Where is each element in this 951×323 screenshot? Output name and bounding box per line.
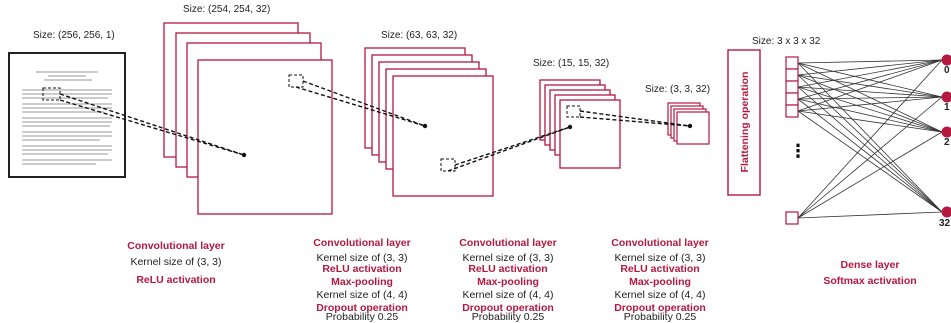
output-label-0: 0 bbox=[944, 65, 950, 76]
dense-input-neurons bbox=[785, 56, 799, 225]
block2-caption-activation: ReLU activation bbox=[322, 263, 401, 275]
dense-caption-activation: Softmax activation bbox=[823, 275, 916, 287]
dense-connection-line bbox=[797, 59, 943, 64]
input-size-label: Size: (256, 256, 1) bbox=[33, 30, 115, 41]
dense-connection-line bbox=[797, 110, 943, 213]
block2-caption-pool-kernel: Kernel size of (4, 4) bbox=[316, 289, 407, 301]
output-label-32: 32 bbox=[939, 218, 951, 229]
block4-caption-title: Convolutional layer bbox=[611, 237, 708, 249]
block2-caption-prob: Probability 0.25 bbox=[326, 311, 399, 323]
dense-connection-line bbox=[797, 59, 943, 100]
conv1-caption-activation: ReLU activation bbox=[136, 274, 215, 286]
dense-connection-line bbox=[797, 211, 943, 219]
input-document-image bbox=[8, 52, 126, 178]
dense-connection-line bbox=[797, 62, 943, 133]
block3-feature-map-stack bbox=[539, 79, 621, 169]
block3-kernel-window bbox=[566, 105, 581, 118]
flattening-operation-box: Flattening operation bbox=[727, 49, 761, 196]
block4-size-label: Size: (3, 3, 32) bbox=[645, 84, 710, 95]
dense-connection-line bbox=[797, 96, 943, 219]
block2-caption-kernel: Kernel size of (3, 3) bbox=[316, 252, 407, 264]
dense-connection-line bbox=[797, 59, 943, 88]
flattening-label: Flattening operation bbox=[739, 72, 751, 173]
block4-caption-kernel: Kernel size of (3, 3) bbox=[614, 252, 705, 264]
kernel-projection-lines bbox=[59, 80, 691, 172]
dense-connection-line bbox=[797, 86, 943, 213]
block4-caption-pool-kernel: Kernel size of (4, 4) bbox=[614, 289, 705, 301]
block3-caption-kernel: Kernel size of (3, 3) bbox=[462, 252, 553, 264]
dense-connection-line bbox=[797, 98, 943, 213]
block2-caption-title: Convolutional layer bbox=[313, 237, 410, 249]
block3-caption-dropout: Dropout operation bbox=[462, 302, 554, 314]
conv1-caption-kernel: Kernel size of (3, 3) bbox=[130, 256, 221, 268]
dense-connection-line bbox=[797, 98, 943, 133]
block2-caption: Convolutional layer Kernel size of (3, 3… bbox=[313, 237, 410, 323]
conv1-caption: Convolutional layer Kernel size of (3, 3… bbox=[127, 240, 224, 286]
output-label-2: 2 bbox=[944, 137, 950, 148]
dense-connection-line bbox=[797, 74, 943, 133]
block4-caption-pool: Max-pooling bbox=[629, 276, 691, 288]
block3-caption-activation: ReLU activation bbox=[468, 263, 547, 275]
output-node-0 bbox=[941, 54, 951, 66]
dense-connection-line bbox=[797, 96, 943, 100]
dense-connection-line bbox=[797, 59, 943, 219]
dense-connection-line bbox=[797, 74, 943, 98]
output-neurons bbox=[941, 54, 951, 218]
dense-connection-line bbox=[797, 110, 943, 133]
dense-connection-line bbox=[797, 62, 943, 213]
dense-connection-line bbox=[797, 59, 943, 76]
block2-caption-pool: Max-pooling bbox=[331, 276, 393, 288]
dense-connection-line bbox=[797, 96, 943, 112]
output-node-32 bbox=[941, 206, 951, 218]
conv1-caption-title: Convolutional layer bbox=[127, 240, 224, 252]
block3-caption: Convolutional layer Kernel size of (3, 3… bbox=[459, 237, 556, 323]
dense-connection-line bbox=[797, 86, 943, 133]
dense-connection-line bbox=[797, 131, 943, 219]
dense-connection-line bbox=[797, 59, 943, 112]
projection-endpoints bbox=[241, 123, 693, 158]
block4-caption-dropout: Dropout operation bbox=[614, 302, 706, 314]
conv1-feature-map-stack bbox=[163, 22, 333, 215]
block4-caption: Convolutional layer Kernel size of (3, 3… bbox=[611, 237, 708, 323]
block2-size-label: Size: (63, 63, 32) bbox=[381, 30, 457, 41]
dense-caption: Dense layer Softmax activation bbox=[823, 259, 916, 287]
dense-connections bbox=[797, 59, 943, 219]
dense-size-label: Size: 3 x 3 x 32 bbox=[752, 36, 821, 47]
dense-connection-line bbox=[797, 62, 943, 98]
output-node-1 bbox=[941, 91, 951, 103]
dense-ellipsis: ⋮ bbox=[789, 141, 807, 161]
block4-caption-activation: ReLU activation bbox=[620, 263, 699, 275]
dense-caption-title: Dense layer bbox=[841, 259, 900, 271]
block3-caption-pool-kernel: Kernel size of (4, 4) bbox=[462, 289, 553, 301]
block4-feature-map-stack bbox=[667, 102, 710, 145]
dense-connection-line bbox=[797, 86, 943, 98]
block3-caption-pool: Max-pooling bbox=[477, 276, 539, 288]
block3-caption-title: Convolutional layer bbox=[459, 237, 556, 249]
conv1-size-label: Size: (254, 254, 32) bbox=[183, 4, 270, 15]
output-node-2 bbox=[941, 126, 951, 138]
block4-caption-prob: Probability 0.25 bbox=[624, 311, 697, 323]
block3-caption-prob: Probability 0.25 bbox=[472, 311, 545, 323]
block3-size-label: Size: (15, 15, 32) bbox=[533, 58, 609, 69]
output-label-1: 1 bbox=[944, 102, 950, 113]
block2-feature-map-stack bbox=[364, 47, 494, 197]
block2-caption-dropout: Dropout operation bbox=[316, 302, 408, 314]
dense-connection-line bbox=[797, 74, 943, 213]
